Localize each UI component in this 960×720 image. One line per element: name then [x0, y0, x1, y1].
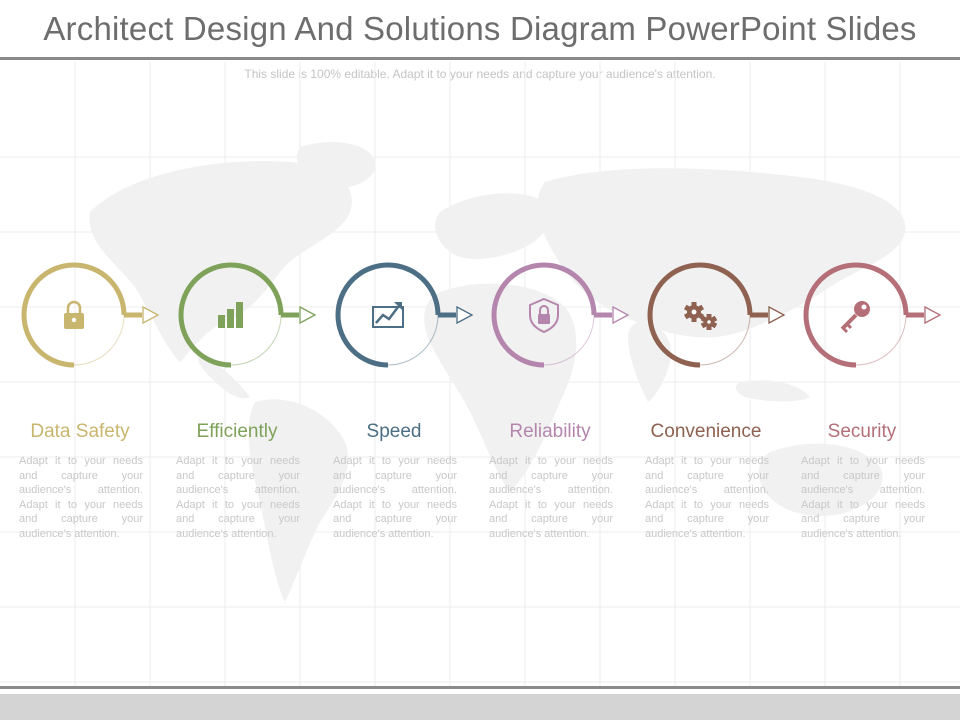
step-arrowhead — [924, 305, 942, 325]
step-ring-arc — [647, 262, 753, 368]
slide-title: Architect Design And Solutions Diagram P… — [43, 10, 917, 47]
step-arrowhead — [456, 305, 474, 325]
step-ring-arc — [335, 262, 441, 368]
step-title: Speed — [366, 421, 422, 442]
step-ring-arc — [21, 262, 127, 368]
background-grid — [0, 62, 960, 687]
padlock-icon — [64, 300, 84, 329]
step-ring-arc — [803, 262, 909, 368]
step-description: Adapt it to your needs and capture your … — [176, 455, 300, 540]
step-arrowhead — [612, 305, 630, 325]
step-4 — [491, 262, 630, 368]
step-description: Adapt it to your needs and capture your … — [489, 455, 613, 540]
step-1 — [21, 262, 160, 368]
step-title: Security — [827, 421, 897, 442]
step-arrowhead — [142, 305, 160, 325]
step-description: Adapt it to your needs and capture your … — [801, 455, 925, 540]
step-ring-arc — [491, 262, 597, 368]
step-2 — [178, 262, 317, 368]
step-title: Convenience — [650, 421, 762, 442]
world-map-background — [89, 142, 906, 602]
step-6 — [803, 262, 942, 368]
bottom-divider — [0, 686, 960, 689]
step-title: Data Safety — [30, 421, 130, 442]
title-divider — [0, 57, 960, 60]
slide-subtitle: This slide is 100% editable. Adapt it to… — [244, 67, 716, 81]
gears-icon — [684, 302, 718, 330]
key-icon — [840, 301, 870, 334]
bar-chart-icon — [218, 302, 243, 328]
step-3 — [335, 262, 474, 368]
step-title: Efficiently — [196, 421, 278, 442]
step-description: Adapt it to your needs and capture your … — [19, 455, 143, 540]
footer-bar — [0, 694, 960, 720]
shield-lock-icon — [529, 297, 559, 334]
step-description: Adapt it to your needs and capture your … — [333, 455, 457, 540]
step-5 — [647, 262, 786, 368]
step-title: Reliability — [509, 421, 591, 442]
step-description: Adapt it to your needs and capture your … — [645, 455, 769, 540]
step-arrowhead — [299, 305, 317, 325]
step-ring-arc — [178, 262, 284, 368]
step-arrowhead — [768, 305, 786, 325]
growth-chart-icon — [372, 302, 404, 328]
